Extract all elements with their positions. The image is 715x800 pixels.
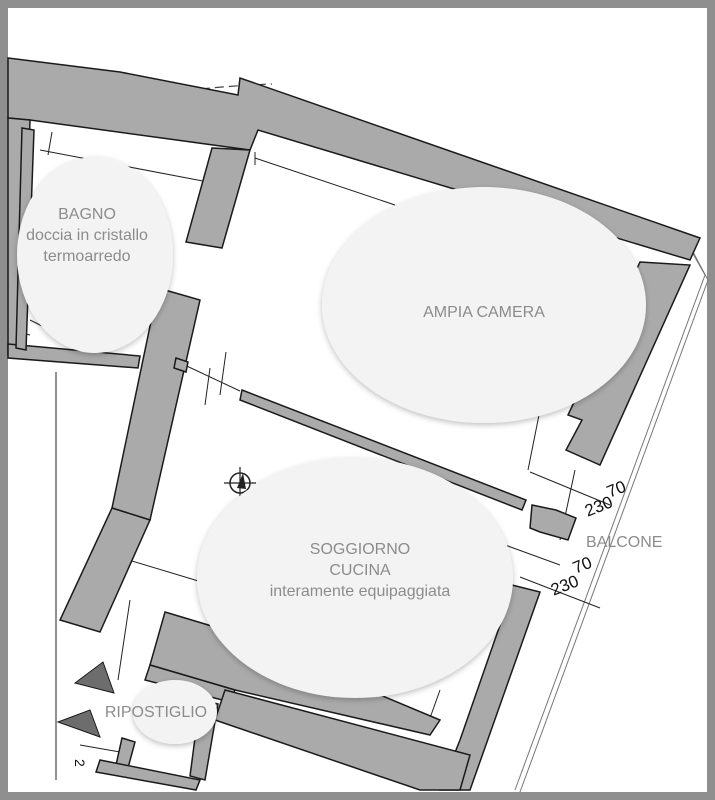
bagno-name: BAGNO bbox=[58, 206, 116, 223]
bagno-line2: doccia in cristallo bbox=[26, 227, 148, 244]
soggiorno-line2: CUCINA bbox=[329, 562, 391, 579]
balcone-name: BALCONE bbox=[586, 534, 663, 551]
soggiorno-name: SOGGIORNO bbox=[309, 541, 411, 558]
bubble-soggiorno bbox=[197, 458, 513, 698]
dimension-lines bbox=[7, 131, 611, 780]
crosshair-marker bbox=[224, 467, 256, 499]
bubble-ripostiglio bbox=[133, 680, 217, 744]
soggiorno-label: SOGGIORNO CUCINA interamente equipaggiat… bbox=[240, 539, 480, 602]
dimension-corner-stub: 2 bbox=[72, 759, 88, 767]
label-bubbles bbox=[17, 157, 646, 744]
ripostiglio-name: RIPOSTIGLIO bbox=[104, 704, 208, 721]
bubble-bagno bbox=[17, 157, 173, 353]
camera-name: AMPIA CAMERA bbox=[423, 304, 545, 321]
bagno-line3: termoarredo bbox=[43, 248, 131, 265]
bubble-camera bbox=[322, 187, 646, 423]
balcone-label: BALCONE bbox=[586, 532, 676, 553]
camera-label: AMPIA CAMERA bbox=[384, 302, 584, 323]
bagno-label: BAGNO doccia in cristallo termoarredo bbox=[17, 204, 157, 267]
balcony-outline bbox=[514, 244, 709, 793]
soggiorno-line3: interamente equipaggiata bbox=[269, 583, 451, 600]
ripostiglio-label: RIPOSTIGLIO bbox=[96, 702, 216, 723]
stair-arrows bbox=[56, 661, 115, 738]
